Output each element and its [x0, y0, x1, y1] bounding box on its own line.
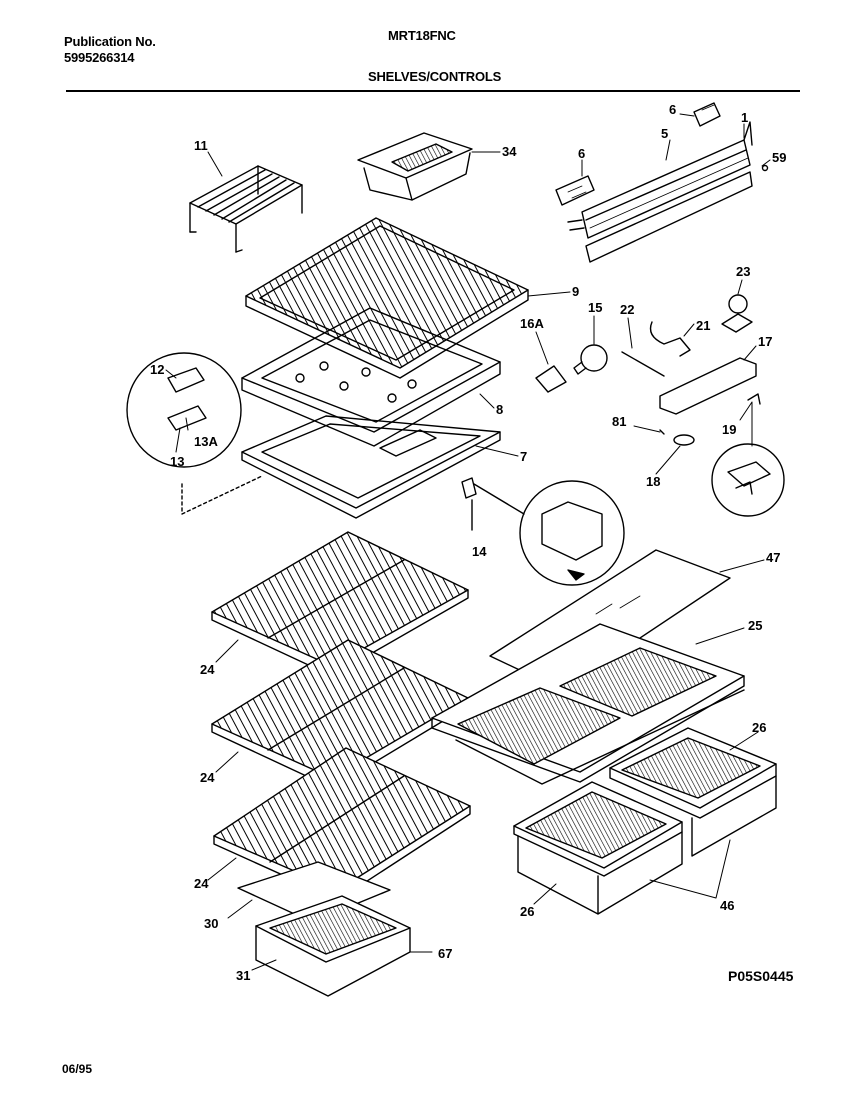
part-14-control-detail	[461, 477, 625, 586]
part-25-crisper-frame	[431, 623, 745, 785]
part-26-crisper-drawer-right	[609, 727, 777, 857]
callout-46: 46	[720, 898, 734, 913]
callout-23: 23	[736, 264, 750, 279]
callout-25: 25	[748, 618, 762, 633]
diagram-code: P05S0445	[728, 968, 794, 984]
part-34-ice-bin	[357, 132, 473, 201]
callout-6: 6	[578, 146, 585, 161]
leader-lines	[165, 113, 771, 971]
part-18-81-knob	[659, 429, 695, 446]
part-31-bottom-drawer	[255, 895, 411, 997]
callout-81: 81	[612, 414, 626, 429]
model-number: MRT18FNC	[388, 28, 456, 43]
callout-9: 9	[572, 284, 579, 299]
publication-number: 5995266314	[64, 50, 135, 65]
callout-26: 26	[752, 720, 766, 735]
callout-31: 31	[236, 968, 250, 983]
callout-24: 24	[194, 876, 209, 891]
part-30-cover-panel	[237, 861, 391, 923]
callout-11: 11	[194, 138, 208, 153]
callout-67: 67	[438, 946, 452, 961]
callout-19: 19	[722, 422, 736, 437]
part-1-5-6-light-bracket	[555, 102, 769, 263]
callout-5: 5	[661, 126, 668, 141]
part-26-crisper-drawer-left	[513, 781, 683, 915]
callout-6: 6	[669, 102, 676, 117]
callout-21: 21	[696, 318, 710, 333]
callout-34: 34	[502, 144, 517, 159]
part-9-top-shelf	[245, 217, 529, 379]
part-7-frame	[241, 415, 501, 519]
section-title: SHELVES/CONTROLS	[368, 69, 502, 84]
callout-7: 7	[520, 449, 527, 464]
publication-label: Publication No.	[64, 34, 156, 49]
callout-47: 47	[766, 550, 780, 565]
part-17-control-housing	[621, 294, 761, 415]
part-24-wire-shelf-1	[211, 531, 469, 677]
callout-15: 15	[588, 300, 602, 315]
callout-13a: 13A	[194, 434, 218, 449]
callout-24: 24	[200, 770, 215, 785]
part-11-wire-rack	[189, 165, 303, 253]
callout-8: 8	[496, 402, 503, 417]
detail-circle-19	[711, 443, 785, 517]
callout-13: 13	[170, 454, 184, 469]
part-15-16a-lamp	[535, 344, 608, 393]
callout-14: 14	[472, 544, 487, 559]
part-8-shelf-frame	[241, 307, 501, 447]
callout-12: 12	[150, 362, 164, 377]
callout-22: 22	[620, 302, 634, 317]
callout-59: 59	[772, 150, 786, 165]
callout-1: 1	[741, 110, 748, 125]
callout-17: 17	[758, 334, 772, 349]
callout-24: 24	[200, 662, 215, 677]
callout-16a: 16A	[520, 316, 544, 331]
callout-30: 30	[204, 916, 218, 931]
callout-labels: 11 34 6 5 6 1 59 9 15 16A 22 23 21 17 8 …	[150, 102, 786, 983]
detail-circle-12-13	[126, 352, 263, 515]
callout-18: 18	[646, 474, 660, 489]
callout-26: 26	[520, 904, 534, 919]
header-rule	[66, 90, 800, 92]
publication-date: 06/95	[62, 1062, 93, 1076]
